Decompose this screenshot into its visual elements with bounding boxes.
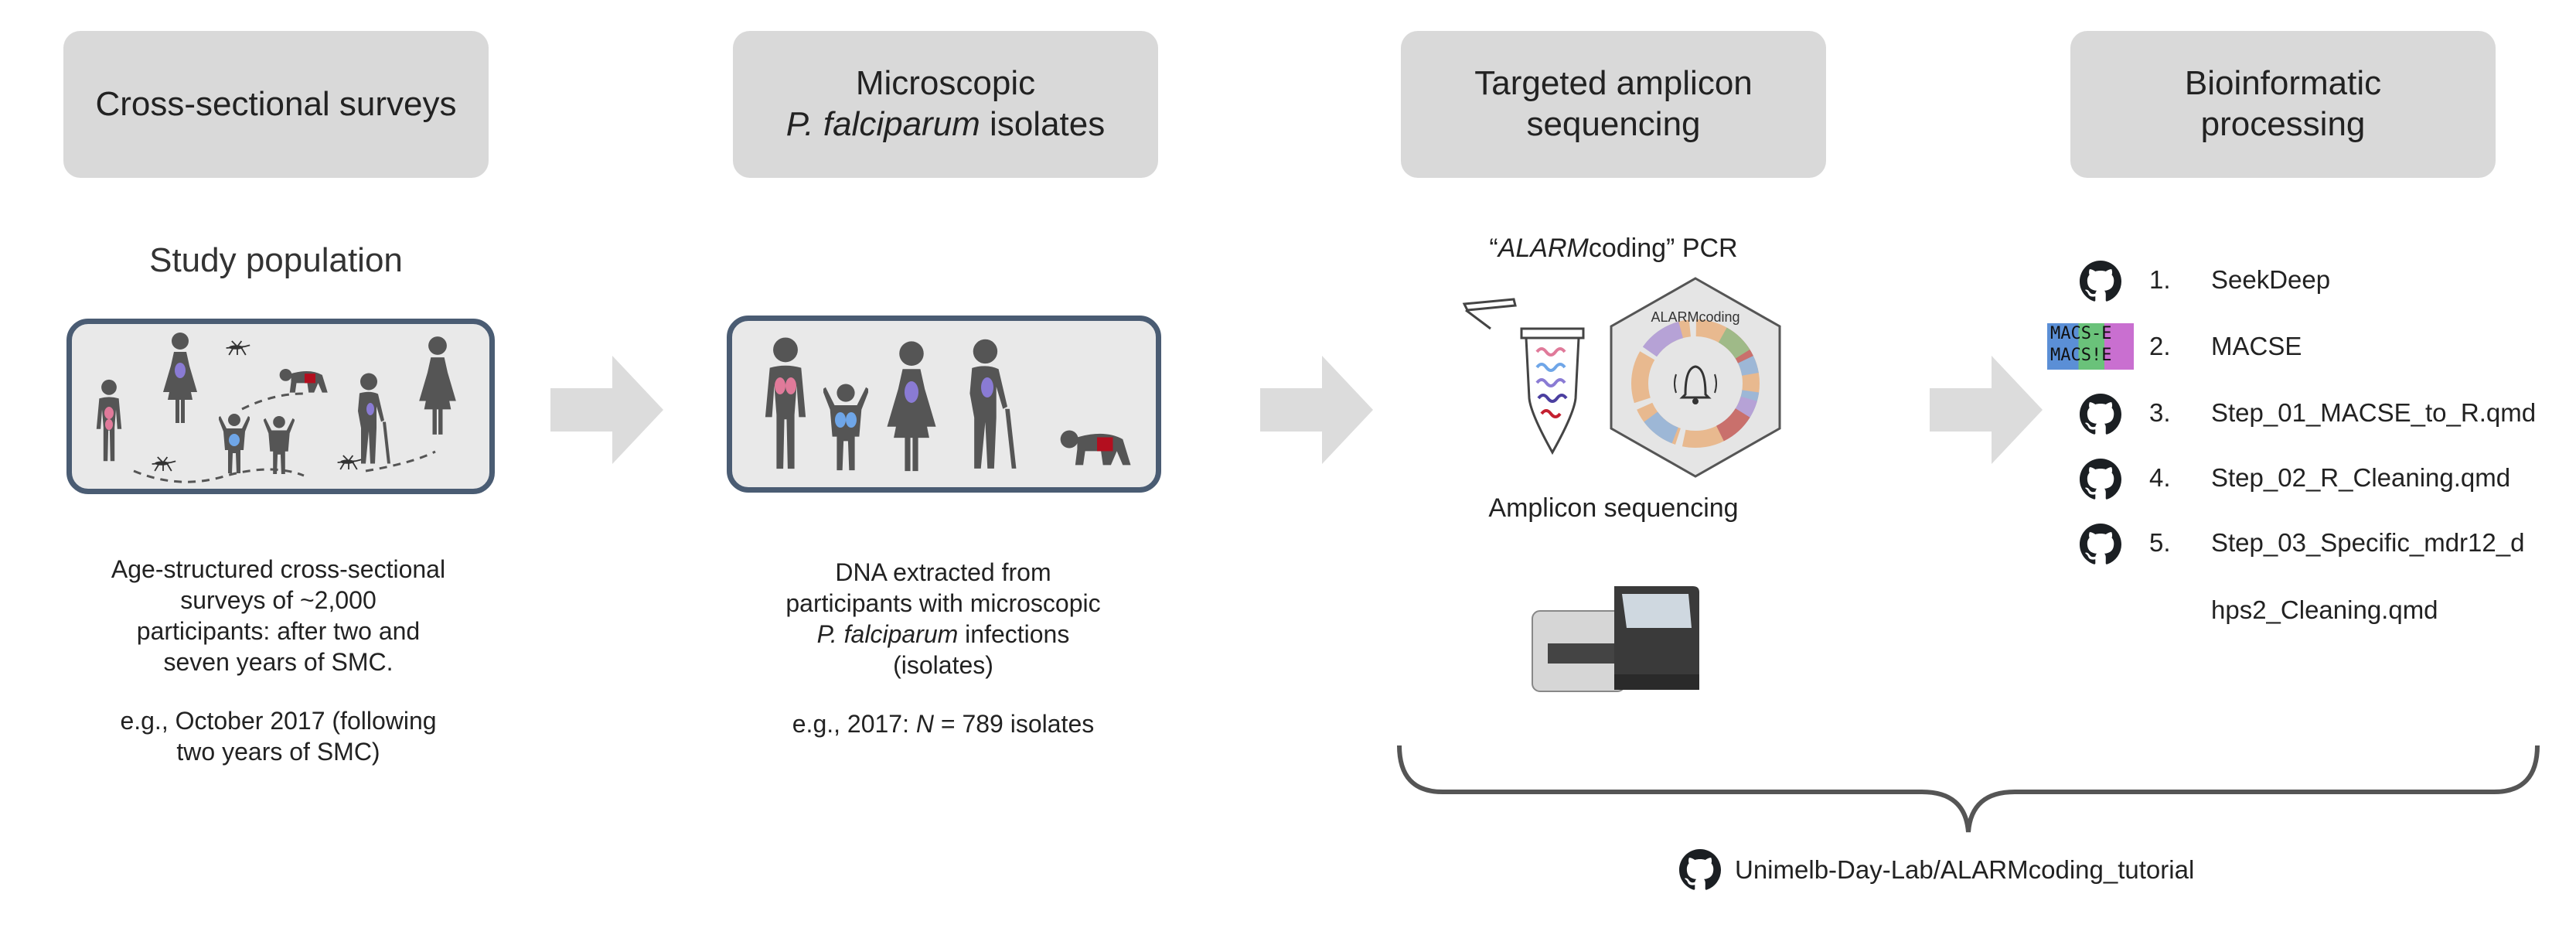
repository-link[interactable]: Unimelb-Day-Lab/ALARMcoding_tutorial <box>1679 849 2194 891</box>
example-line: two years of SMC) <box>176 738 380 766</box>
stage-title-line1: Microscopic <box>855 64 1036 103</box>
flow-arrow-2 <box>1260 356 1373 464</box>
desc-line: participants with microscopic <box>785 589 1101 617</box>
pipeline-step-5: 5. Step_03_Specific_mdr12_d <box>2041 520 2524 566</box>
stage-header-bioinformatics: Bioinformatic processing <box>2070 31 2496 178</box>
github-icon <box>2080 261 2121 302</box>
repository-name: Unimelb-Day-Lab/ALARMcoding_tutorial <box>1735 855 2195 884</box>
pcr-rest: coding” PCR <box>1588 234 1738 263</box>
stage-header-surveys: Cross-sectional surveys <box>63 31 489 178</box>
step-number: 2. <box>2149 332 2171 360</box>
stage-header-isolates: Microscopic P. falciparum isolates <box>733 31 1158 178</box>
isolates-panel <box>727 316 1161 493</box>
study-population-label: Study population <box>149 241 403 279</box>
example-line: e.g., 2017: N = 789 isolates <box>711 708 1175 739</box>
github-icon <box>2080 459 2121 500</box>
isolate-description: DNA extracted from participants with mic… <box>711 557 1175 739</box>
step-number: 1. <box>2149 265 2171 294</box>
sequencer-machine-icon <box>1532 586 1699 692</box>
macse-logo-line1: MACS-E <box>2050 324 2112 343</box>
amplicon-sequencing-label: Amplicon sequencing <box>1488 493 1739 523</box>
pipeline-step-4: 4. Step_02_R_Cleaning.qmd <box>2041 455 2510 501</box>
github-icon <box>1679 849 1721 891</box>
step-label: Step_03_Specific_mdr12_d <box>2211 528 2525 557</box>
pcr-tube-icon <box>1462 298 1585 455</box>
step-number: 4. <box>2149 463 2171 492</box>
pcr-italic: ALARM <box>1498 234 1589 263</box>
desc-line-rest: infections <box>958 620 1070 648</box>
github-icon <box>2080 394 2121 435</box>
pipeline-step-5-continuation: hps2_Cleaning.qmd <box>2211 595 2438 624</box>
macse-logo: MACS-E MACS!E <box>2047 323 2134 370</box>
example-prefix: e.g., 2017: <box>792 710 916 738</box>
step-label: MACSE <box>2211 332 2302 360</box>
stage-title-line2: P. falciparum isolates <box>786 104 1106 145</box>
macse-logo-line2: MACS!E <box>2050 346 2112 365</box>
desc-line: P. falciparum infections <box>711 619 1175 650</box>
step-label: Step_01_MACSE_to_R.qmd <box>2211 398 2537 427</box>
hex-label: ALARMcoding <box>1651 309 1739 325</box>
stage-title: Cross-sectional surveys <box>95 84 457 123</box>
population-panel <box>66 319 495 494</box>
step-label: Step_02_R_Cleaning.qmd <box>2211 463 2511 492</box>
pipeline-step-1: 1. SeekDeep <box>2041 257 2330 303</box>
desc-line: DNA extracted from <box>835 558 1051 586</box>
stage-title-line1: Targeted amplicon <box>1474 64 1753 103</box>
stage-header-sequencing: Targeted amplicon sequencing <box>1401 31 1826 178</box>
pipeline-step-2: MACS-E MACS!E 2. MACSE <box>2041 323 2302 370</box>
survey-description: Age-structured cross-sectional surveys o… <box>46 554 510 767</box>
species-italic: P. falciparum <box>785 105 980 143</box>
flow-arrow-1 <box>550 356 663 464</box>
isolates-illustration <box>765 337 1131 472</box>
github-icon <box>2080 524 2121 565</box>
population-illustration <box>96 333 456 483</box>
stage-title-line2: sequencing <box>1526 105 1701 143</box>
stage-title-line1: Bioinformatic <box>2184 64 2382 103</box>
pcr-quote: “ <box>1489 234 1498 263</box>
desc-line: Age-structured cross-sectional <box>111 555 446 583</box>
pipeline-step-3: 3. Step_01_MACSE_to_R.qmd <box>2041 390 2536 436</box>
alarmcoding-hexagon-logo: ALARMcoding <box>1610 277 1781 478</box>
step-number: 3. <box>2149 398 2171 427</box>
example-line: e.g., October 2017 (following <box>120 707 437 735</box>
desc-line: participants: after two and <box>136 617 421 645</box>
desc-line: (isolates) <box>893 651 993 679</box>
pcr-label: “ALARMcoding” PCR <box>1401 234 1826 264</box>
stage-title-rest: isolates <box>980 105 1106 143</box>
stage-title-line2: processing <box>2200 105 2366 143</box>
desc-line: surveys of ~2,000 <box>180 586 377 614</box>
step-label: SeekDeep <box>2211 265 2331 294</box>
example-n: N <box>915 710 934 738</box>
step-number: 5. <box>2149 528 2171 557</box>
example-rest: = 789 isolates <box>933 710 1095 738</box>
species-italic: P. falciparum <box>816 620 959 648</box>
flow-arrow-3 <box>1930 356 2043 464</box>
desc-line: seven years of SMC. <box>163 648 394 676</box>
grouping-brace <box>1397 745 2540 833</box>
